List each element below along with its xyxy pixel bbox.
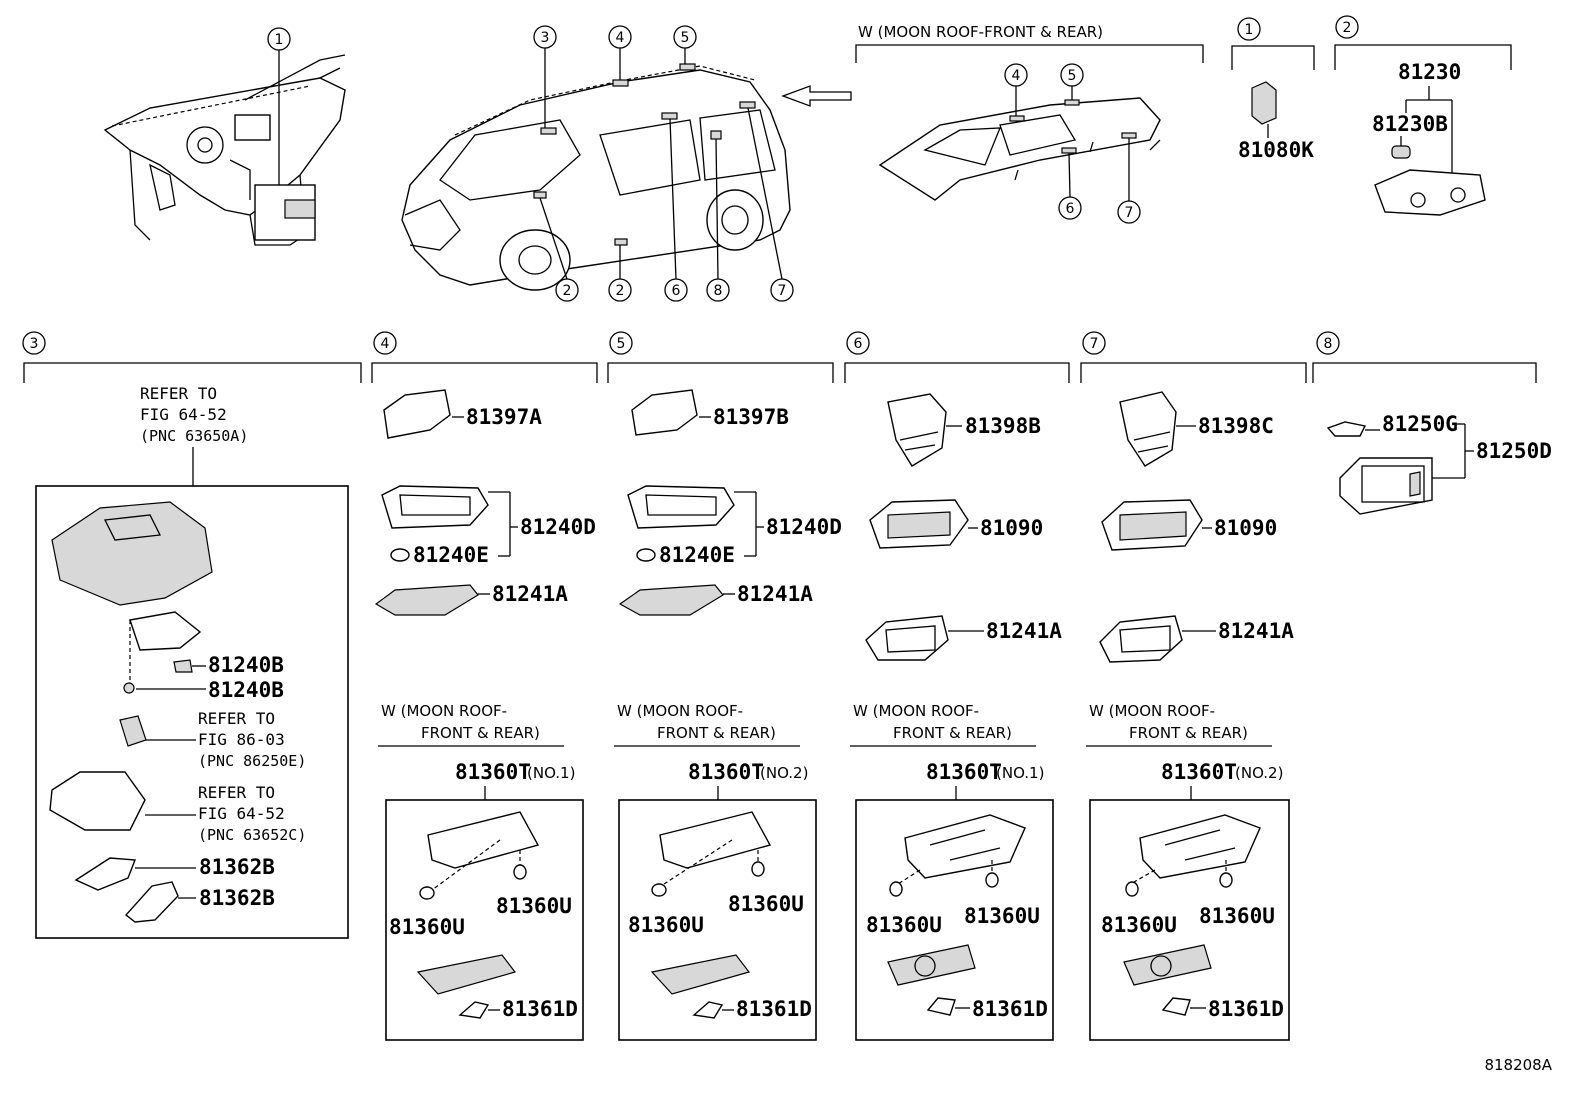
part-81362B-2[interactable]: 81362B [199, 886, 275, 910]
svg-text:3: 3 [541, 30, 550, 46]
part-81241A-s6[interactable]: 81241A [986, 619, 1062, 643]
part-81360U-s6-a[interactable]: 81360U [866, 913, 942, 937]
part-81361D-s7[interactable]: 81361D [1208, 997, 1284, 1021]
section-8: 81250G 81250D [1326, 412, 1552, 515]
part-81240B-2[interactable]: 81240B [208, 678, 284, 702]
svg-text:2: 2 [1343, 20, 1352, 36]
part-81250G[interactable]: 81250G [1382, 412, 1458, 436]
section-7: 81398C 81090 81241A W (MOON ROOF- FRONT … [1086, 391, 1294, 1041]
svg-text:FIG 64-52: FIG 64-52 [140, 405, 227, 424]
svg-text:8: 8 [714, 283, 723, 299]
part-81090-s7[interactable]: 81090 [1214, 516, 1277, 540]
part-81361D-s4[interactable]: 81361D [502, 997, 578, 1021]
part-81250D[interactable]: 81250D [1476, 439, 1552, 463]
svg-text:(NO.2): (NO.2) [760, 764, 808, 782]
svg-text:5: 5 [1068, 68, 1077, 84]
svg-text:W (MOON ROOF-: W (MOON ROOF- [1089, 702, 1215, 720]
part-81360U-s5-a[interactable]: 81360U [628, 913, 704, 937]
part-81361D-s5[interactable]: 81361D [736, 997, 812, 1021]
svg-text:W (MOON ROOF-: W (MOON ROOF- [853, 702, 979, 720]
part-81241A-s7[interactable]: 81241A [1218, 619, 1294, 643]
svg-text:(NO.1): (NO.1) [996, 764, 1044, 782]
svg-text:8: 8 [1324, 336, 1333, 352]
part-81397A[interactable]: 81397A [466, 405, 542, 429]
svg-text:4: 4 [616, 30, 625, 46]
svg-text:7: 7 [1090, 336, 1099, 352]
svg-text:7: 7 [778, 283, 787, 299]
part-81360T-s6[interactable]: 81360T [926, 760, 1002, 784]
part-81360U-s4-a[interactable]: 81360U [389, 915, 465, 939]
svg-text:REFER TO: REFER TO [198, 709, 275, 728]
svg-text:(PNC 63650A): (PNC 63650A) [140, 427, 248, 445]
part-81360U-s7-a[interactable]: 81360U [1101, 913, 1177, 937]
part-81241A-s5[interactable]: 81241A [737, 582, 813, 606]
svg-text:(NO.2): (NO.2) [1235, 764, 1283, 782]
moon-roof-section: W (MOON ROOF-FRONT & REAR) 4 5 6 7 [855, 23, 1204, 224]
part-81241A-s4[interactable]: 81241A [492, 582, 568, 606]
part-81360T-s5[interactable]: 81360T [688, 760, 764, 784]
figure-code: 818208A [1484, 1056, 1552, 1074]
part-81240D-s5[interactable]: 81240D [766, 515, 842, 539]
svg-text:FIG 64-52: FIG 64-52 [198, 804, 285, 823]
part-81360U-s6-b[interactable]: 81360U [964, 904, 1040, 928]
dashboard-illustration [103, 54, 346, 246]
svg-text:W (MOON ROOF-: W (MOON ROOF- [381, 702, 507, 720]
part-81240E-s5[interactable]: 81240E [659, 543, 735, 567]
svg-text:4: 4 [381, 336, 390, 352]
part-81090-s6[interactable]: 81090 [980, 516, 1043, 540]
svg-text:(PNC 86250E): (PNC 86250E) [198, 752, 306, 770]
section-5: 81397B 81240D 81240E 81241A W (MOON ROOF… [614, 389, 842, 1041]
part-81360U-s7-b[interactable]: 81360U [1199, 904, 1275, 928]
svg-text:2: 2 [563, 283, 572, 299]
part-81240E-s4[interactable]: 81240E [413, 543, 489, 567]
svg-text:2: 2 [616, 283, 625, 299]
svg-text:FRONT & REAR): FRONT & REAR) [657, 724, 776, 742]
part-81360U-s5-b[interactable]: 81360U [728, 892, 804, 916]
svg-text:(PNC 63652C): (PNC 63652C) [198, 826, 306, 844]
part-81360U-s4-b[interactable]: 81360U [496, 894, 572, 918]
svg-text:FRONT & REAR): FRONT & REAR) [421, 724, 540, 742]
svg-text:5: 5 [617, 336, 626, 352]
svg-text:1: 1 [1245, 22, 1254, 38]
svg-text:REFER TO: REFER TO [140, 384, 217, 403]
section-3: REFER TO FIG 64-52 (PNC 63650A) 81240B 8… [35, 384, 349, 939]
svg-text:1: 1 [275, 32, 284, 48]
section-4: 81397A 81240D 81240E 81241A W (MOON ROOF… [374, 389, 596, 1041]
part-81397B[interactable]: 81397B [713, 405, 789, 429]
svg-text:6: 6 [1066, 201, 1075, 217]
part-81360T-s4[interactable]: 81360T [455, 760, 531, 784]
part-81240D-s4[interactable]: 81240D [520, 515, 596, 539]
svg-text:6: 6 [672, 283, 681, 299]
van-illustration [401, 63, 852, 291]
svg-text:FIG 86-03: FIG 86-03 [198, 730, 285, 749]
svg-text:6: 6 [854, 336, 863, 352]
callout-1-top: 1 [267, 27, 291, 185]
section-2: 2 81230 81230B [1334, 15, 1512, 216]
part-81398C[interactable]: 81398C [1198, 414, 1274, 438]
part-81230[interactable]: 81230 [1398, 60, 1461, 84]
svg-text:W (MOON ROOF-: W (MOON ROOF- [617, 702, 743, 720]
van-callouts: 3 4 5 2 2 6 8 7 [533, 25, 794, 302]
svg-text:4: 4 [1012, 68, 1021, 84]
part-81398B[interactable]: 81398B [965, 414, 1041, 438]
section-headers: 3 4 5 6 7 8 [22, 331, 1537, 383]
part-81361D-s6[interactable]: 81361D [972, 997, 1048, 1021]
svg-text:5: 5 [681, 30, 690, 46]
svg-text:7: 7 [1125, 205, 1134, 221]
svg-text:REFER TO: REFER TO [198, 783, 275, 802]
svg-text:3: 3 [30, 336, 39, 352]
part-81360T-s7[interactable]: 81360T [1161, 760, 1237, 784]
part-81230B[interactable]: 81230B [1372, 112, 1448, 136]
svg-text:FRONT & REAR): FRONT & REAR) [1129, 724, 1248, 742]
section-1: 1 81080K [1231, 17, 1315, 162]
svg-text:(NO.1): (NO.1) [527, 764, 575, 782]
section-6: 81398B 81090 81241A W (MOON ROOF- FRONT … [850, 393, 1062, 1041]
svg-text:W (MOON ROOF-FRONT & REAR): W (MOON ROOF-FRONT & REAR) [858, 23, 1103, 41]
part-81362B-1[interactable]: 81362B [199, 855, 275, 879]
part-81080K[interactable]: 81080K [1238, 138, 1314, 162]
svg-text:FRONT & REAR): FRONT & REAR) [893, 724, 1012, 742]
part-81240B-1[interactable]: 81240B [208, 653, 284, 677]
